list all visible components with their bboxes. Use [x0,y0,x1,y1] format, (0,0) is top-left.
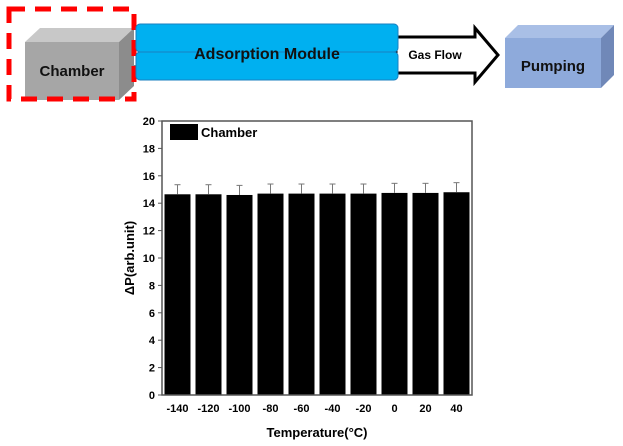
y-tick-label: 18 [143,143,155,155]
bar [381,192,408,395]
chamber-label: Chamber [39,63,104,80]
y-tick-label: 8 [149,280,155,292]
bar-chart: 40200-20-40-60-80-100-120-14020181614121… [122,116,473,440]
pumping-box: Pumping [505,25,614,88]
x-tick-label: 40 [450,403,462,415]
y-tick-label: 16 [143,171,155,183]
y-tick-label: 4 [149,335,156,347]
x-tick-label: 20 [419,403,431,415]
chamber-highlight [6,6,137,102]
x-tick-label: 0 [391,403,397,415]
y-tick-label: 2 [149,363,155,375]
pumping-label: Pumping [521,58,585,75]
plot-frame [161,120,473,396]
bar [288,193,315,395]
legend-swatch [170,124,198,140]
x-tick-label: -80 [263,403,279,415]
x-tick-label: -100 [228,403,250,415]
x-tick-label: -40 [325,403,341,415]
gas-flow-label: Gas Flow [408,48,462,62]
x-tick-label: -20 [356,403,372,415]
process-diagram: Chamber Gas Flow Adsorption Module Pumpi… [6,6,614,102]
bar [443,192,470,395]
x-tick-label: -140 [166,403,188,415]
y-tick-label: 20 [143,116,155,128]
bar [319,193,346,395]
x-axis-label: Temperature(°C) [266,425,367,440]
bar [350,193,377,395]
x-tick-label: -60 [294,403,310,415]
chamber-box: Chamber [25,28,134,100]
y-tick-label: 10 [143,253,155,265]
bar [412,192,439,395]
x-tick-label: -120 [197,403,219,415]
bar [226,194,253,395]
y-tick-label: 0 [149,390,155,402]
y-tick-label: 12 [143,226,155,238]
y-tick-label: 6 [149,308,155,320]
gas-flow-arrow [394,23,500,87]
adsorption-module: Adsorption Module [135,23,399,81]
legend-label: Chamber [201,125,257,140]
module-label: Adsorption Module [194,46,340,63]
bar [195,194,222,395]
bar [164,194,191,395]
bar [257,193,284,395]
y-axis-label: ΔP(arb.unit) [122,221,137,295]
y-tick-label: 14 [143,198,156,210]
